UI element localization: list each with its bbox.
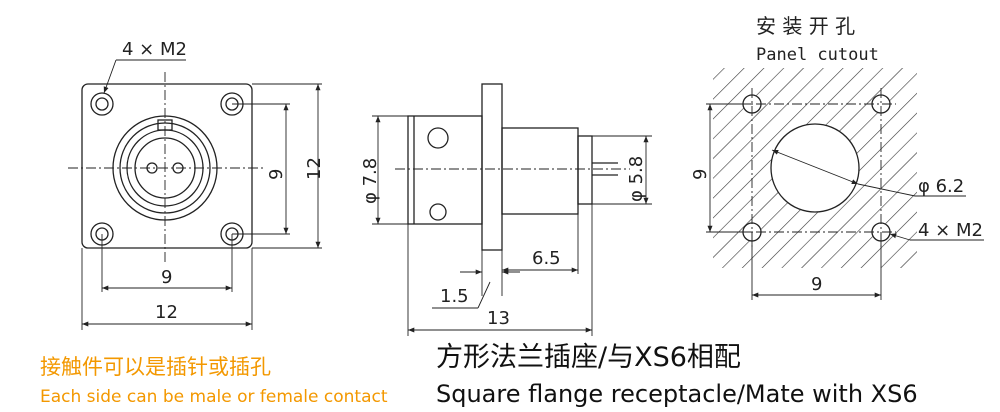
side-flange xyxy=(481,83,503,251)
front-dim-inner-w: 9 xyxy=(161,267,172,288)
mount-hole-tl xyxy=(90,92,114,116)
front-hole-callout: 4 × M2 xyxy=(122,39,187,60)
front-dim-inner-h: 9 xyxy=(266,169,287,180)
cutout-dim-h: 9 xyxy=(690,169,711,180)
side-rear xyxy=(501,127,579,215)
cutout-dim-w: 9 xyxy=(811,274,822,295)
cutout-main-hole xyxy=(770,123,860,213)
side-dim-body-dia: φ 7.8 xyxy=(360,158,381,204)
cutout-hole-callout: 4 × M2 xyxy=(918,220,983,241)
side-key-top xyxy=(427,127,449,149)
product-title-cn: 方形法兰插座/与XS6相配 xyxy=(436,342,741,373)
side-key-bottom xyxy=(429,203,447,221)
flange-outline xyxy=(81,83,253,249)
front-view xyxy=(81,83,253,249)
side-dim-pin-dia: φ 5.8 xyxy=(626,156,647,202)
product-title-en: Square flange receptacle/Mate with XS6 xyxy=(436,380,918,408)
side-dim-front-len: 6.5 xyxy=(532,248,561,269)
side-dim-total-len: 13 xyxy=(487,308,510,329)
front-dim-outer-w: 12 xyxy=(155,302,178,323)
cutout-panel xyxy=(713,68,917,268)
note-cn: 接触件可以是插针或插孔 xyxy=(40,355,271,379)
side-view xyxy=(407,83,618,251)
cutout-title-en: Panel cutout xyxy=(756,45,879,65)
side-dim-flange: 1.5 xyxy=(440,286,469,307)
cutout-dim-hole-dia: φ 6.2 xyxy=(918,176,964,197)
front-dim-outer-h: 12 xyxy=(304,157,325,180)
cutout-title-cn: 安 装 开 孔 xyxy=(756,14,855,38)
note-en: Each side can be male or female contact xyxy=(40,387,388,407)
